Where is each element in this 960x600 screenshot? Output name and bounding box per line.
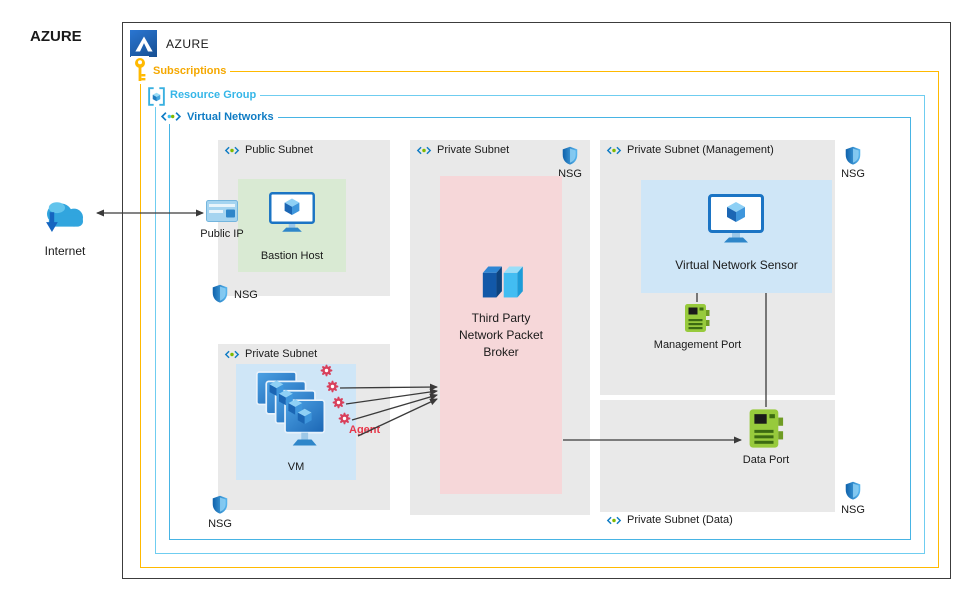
private-subnet-data-box bbox=[600, 400, 835, 512]
agent-gear-icon bbox=[332, 396, 345, 409]
data-port-label: Data Port bbox=[742, 454, 790, 466]
subnet-icon bbox=[606, 146, 622, 155]
broker-box bbox=[440, 176, 562, 494]
subnet-icon bbox=[224, 350, 240, 359]
resource-group-label: Resource Group bbox=[166, 88, 261, 102]
nsg-label: NSG bbox=[558, 168, 582, 180]
broker-label-line2: Network Packet bbox=[458, 328, 544, 342]
broker-label-line1: Third Party bbox=[471, 311, 531, 325]
nsg-icon bbox=[845, 146, 861, 165]
management-port-icon bbox=[684, 303, 710, 333]
agent-label: Agent bbox=[349, 424, 381, 436]
nsg-icon bbox=[845, 481, 861, 500]
vm-label: VM bbox=[287, 461, 305, 473]
subnet-icon bbox=[416, 146, 432, 155]
packet-broker-icon bbox=[482, 266, 523, 298]
virtual-network-icon bbox=[159, 109, 183, 124]
nsg-label: NSG bbox=[234, 289, 258, 301]
nsg-icon bbox=[212, 495, 228, 514]
private-subnet-middle-label: Private Subnet bbox=[437, 144, 510, 156]
private-subnet-management-label-row: Private Subnet (Management) bbox=[606, 144, 774, 156]
bastion-monitor-icon bbox=[269, 192, 315, 233]
private-subnet-management-label: Private Subnet (Management) bbox=[627, 144, 774, 156]
public-ip-icon bbox=[206, 200, 238, 222]
nsg-label: NSG bbox=[841, 168, 865, 180]
sensor-label: Virtual Network Sensor bbox=[675, 258, 798, 272]
vm-stack-icon bbox=[255, 371, 326, 446]
subnet-icon bbox=[224, 146, 240, 155]
data-port-icon bbox=[748, 408, 784, 449]
agent-gear-icon bbox=[320, 364, 333, 377]
broker-label: Third Party Network Packet Broker bbox=[440, 310, 562, 361]
key-icon bbox=[131, 56, 149, 84]
management-port-label: Management Port bbox=[653, 339, 742, 351]
public-subnet-label: Public Subnet bbox=[245, 144, 313, 156]
nsg-label: NSG bbox=[208, 518, 232, 530]
subscriptions-label: Subscriptions bbox=[149, 64, 231, 78]
private-subnet-data-label: Private Subnet (Data) bbox=[627, 514, 733, 526]
nsg-icon bbox=[212, 284, 228, 303]
sensor-monitor-icon bbox=[708, 194, 764, 244]
virtual-networks-label: Virtual Networks bbox=[183, 110, 278, 124]
private-subnet-middle-label-row: Private Subnet bbox=[416, 144, 509, 156]
public-ip-label: Public IP bbox=[200, 228, 244, 240]
bastion-host-label: Bastion Host bbox=[260, 250, 324, 262]
private-subnet-left-label-row: Private Subnet bbox=[224, 348, 317, 360]
agent-gear-icon bbox=[326, 380, 339, 393]
azure-outer-label: AZURE bbox=[30, 28, 82, 45]
nsg-icon bbox=[562, 146, 578, 165]
public-subnet-label-row: Public Subnet bbox=[224, 144, 313, 156]
private-subnet-left-label: Private Subnet bbox=[245, 348, 318, 360]
subnet-icon bbox=[606, 516, 622, 525]
virtual-networks-boundary bbox=[169, 117, 911, 540]
nsg-label: NSG bbox=[841, 504, 865, 516]
private-subnet-data-label-row: Private Subnet (Data) bbox=[606, 514, 733, 526]
internet-label: Internet bbox=[44, 244, 86, 258]
azure-frame-label: AZURE bbox=[166, 37, 210, 51]
subscriptions-boundary bbox=[140, 71, 939, 568]
resource-group-boundary bbox=[155, 95, 925, 554]
resource-group-icon bbox=[146, 85, 166, 107]
azure-logo-icon bbox=[130, 30, 157, 57]
broker-label-line3: Broker bbox=[483, 345, 519, 359]
internet-cloud-icon bbox=[46, 202, 83, 232]
